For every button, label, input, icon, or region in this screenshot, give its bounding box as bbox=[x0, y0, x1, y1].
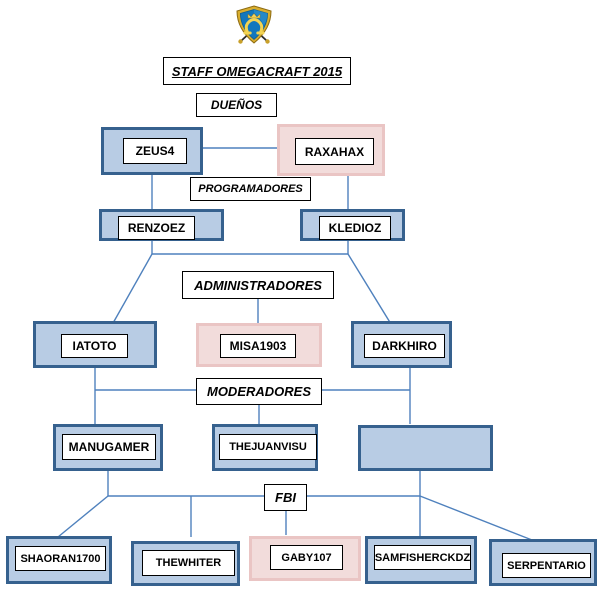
member-name-misa1903: MISA1903 bbox=[229, 339, 287, 353]
member-name-plate-manugamer: MANUGAMER bbox=[62, 434, 156, 460]
section-label-moderadores: MODERADORES bbox=[196, 378, 322, 405]
member-box-misa1903[interactable]: MISA1903 bbox=[196, 323, 322, 367]
member-name-plate-zeus4: ZEUS4 bbox=[123, 138, 187, 164]
member-name-plate-kledioz: KLEDIOZ bbox=[319, 216, 391, 240]
omegacraft-shield-logo bbox=[232, 3, 276, 47]
member-box-kledioz[interactable]: KLEDIOZ bbox=[300, 209, 405, 241]
member-name-renzoez: RENZOEZ bbox=[127, 221, 186, 235]
section-label-administradores-text: ADMINISTRADORES bbox=[194, 277, 322, 293]
member-name-plate-raxahax: RAXAHAX bbox=[295, 138, 374, 165]
member-box-darkhiro[interactable]: DARKHIRO bbox=[351, 321, 452, 368]
member-box-manugamer[interactable]: MANUGAMER bbox=[53, 424, 163, 471]
member-name-serpentario: SERPENTARIO bbox=[507, 559, 586, 572]
section-label-fbi-text: FBI bbox=[275, 490, 296, 505]
member-box-zeus4[interactable]: ZEUS4 bbox=[101, 127, 203, 175]
page-title-text: STAFF OMEGACRAFT 2015 bbox=[171, 63, 343, 79]
member-name-iatoto: IATOTO bbox=[72, 339, 117, 353]
member-name-shaoran1700: SHAORAN1700 bbox=[20, 552, 101, 565]
section-label-administradores: ADMINISTRADORES bbox=[182, 271, 334, 299]
member-name-plate-gaby107: GABY107 bbox=[270, 545, 343, 570]
member-name-samfisherckdz: SAMFISHERCKDZ bbox=[374, 551, 471, 564]
member-box-thejuanvisu[interactable]: THEJUANVISU bbox=[212, 424, 318, 471]
section-label-moderadores-text: MODERADORES bbox=[206, 384, 311, 399]
page-title: STAFF OMEGACRAFT 2015 bbox=[163, 57, 351, 85]
member-name-plate-shaoran1700: SHAORAN1700 bbox=[15, 546, 106, 571]
section-label-programadores-text: PROGRAMADORES bbox=[198, 183, 303, 195]
member-box-thewhiter[interactable]: THEWHITER bbox=[131, 541, 240, 586]
member-box-shaoran1700[interactable]: SHAORAN1700 bbox=[6, 536, 112, 584]
member-name-plate-samfisherckdz: SAMFISHERCKDZ bbox=[374, 545, 471, 570]
member-name-raxahax: RAXAHAX bbox=[304, 144, 365, 159]
section-label-fbi: FBI bbox=[264, 484, 307, 511]
member-name-plate-iatoto: IATOTO bbox=[61, 334, 128, 358]
member-name-zeus4: ZEUS4 bbox=[135, 144, 175, 158]
section-label-duenos-text: DUEÑOS bbox=[210, 98, 263, 112]
member-box-moderator-empty[interactable] bbox=[358, 425, 493, 471]
member-box-iatoto[interactable]: IATOTO bbox=[33, 321, 157, 368]
member-name-plate-misa1903: MISA1903 bbox=[220, 334, 296, 358]
member-name-kledioz: KLEDIOZ bbox=[328, 221, 382, 235]
section-label-programadores: PROGRAMADORES bbox=[190, 177, 311, 201]
member-name-plate-renzoez: RENZOEZ bbox=[118, 216, 195, 240]
member-name-plate-darkhiro: DARKHIRO bbox=[364, 334, 445, 358]
member-name-plate-thewhiter: THEWHITER bbox=[142, 550, 235, 576]
member-box-renzoez[interactable]: RENZOEZ bbox=[99, 209, 224, 241]
member-name-plate-thejuanvisu: THEJUANVISU bbox=[219, 434, 317, 460]
member-name-thejuanvisu: THEJUANVISU bbox=[229, 441, 307, 453]
member-name-plate-serpentario: SERPENTARIO bbox=[502, 553, 591, 578]
member-box-serpentario[interactable]: SERPENTARIO bbox=[489, 539, 597, 586]
member-box-gaby107[interactable]: GABY107 bbox=[249, 536, 361, 581]
member-box-samfisherckdz[interactable]: SAMFISHERCKDZ bbox=[365, 536, 477, 584]
member-name-thewhiter: THEWHITER bbox=[155, 557, 222, 569]
member-name-manugamer: MANUGAMER bbox=[68, 440, 150, 454]
member-box-raxahax[interactable]: RAXAHAX bbox=[277, 124, 385, 176]
member-name-darkhiro: DARKHIRO bbox=[372, 339, 437, 353]
section-label-duenos: DUEÑOS bbox=[196, 93, 277, 117]
member-name-gaby107: GABY107 bbox=[281, 551, 332, 564]
